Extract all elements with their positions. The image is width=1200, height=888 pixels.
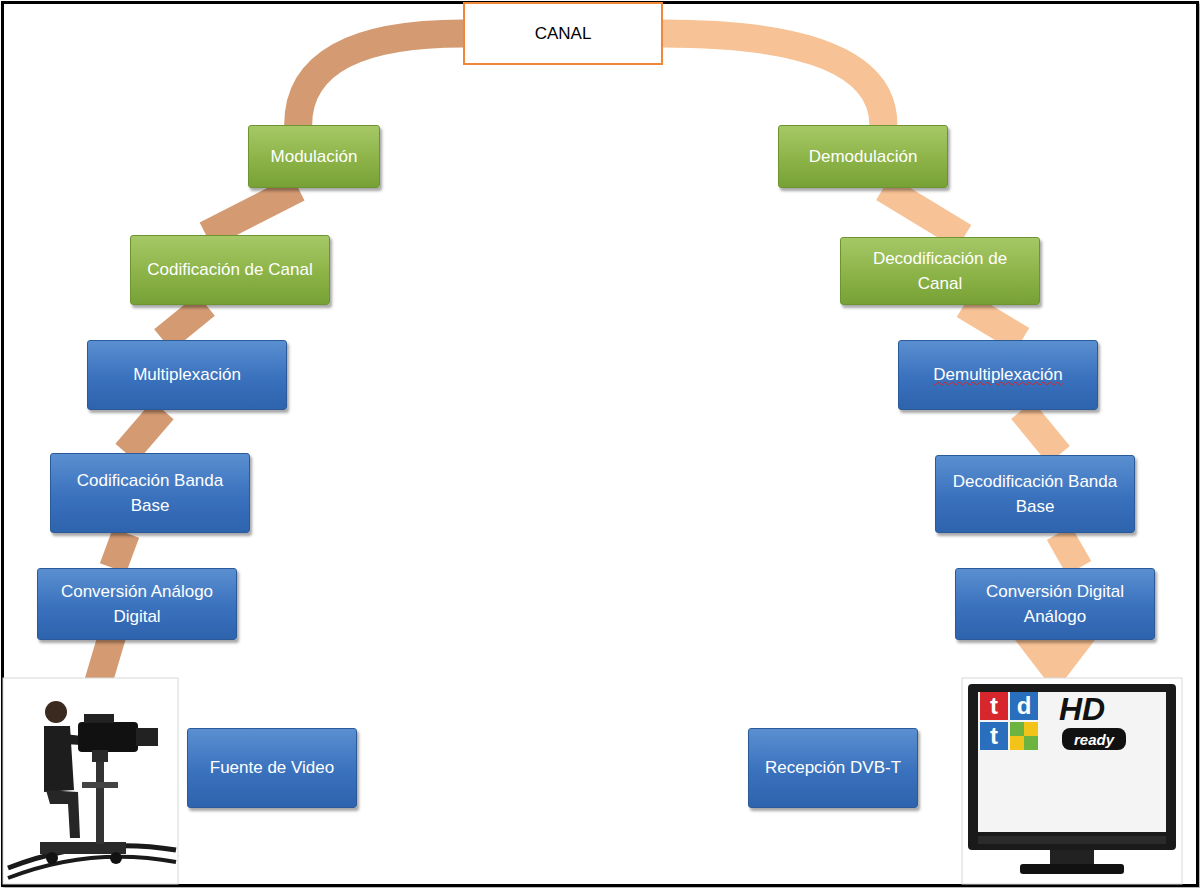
box-label: Demultiplexación [933, 362, 1062, 388]
camera-photo [3, 678, 178, 884]
box-label: Conversión Digital Análogo [964, 579, 1146, 630]
box-label: Decodificación Banda Base [944, 469, 1126, 520]
process-box: Demultiplexación [898, 340, 1098, 410]
process-box: Fuente de Video [187, 728, 357, 808]
logo-text: t [980, 722, 1008, 750]
flow-band [663, 34, 883, 126]
process-box: Demodulación [778, 125, 948, 188]
logo-text: ready [1062, 728, 1126, 750]
process-box: Decodificación de Canal [840, 237, 1040, 305]
process-box: Conversión Análogo Digital [37, 568, 237, 640]
television [962, 678, 1182, 884]
logo-text: t [980, 692, 1008, 720]
box-label: Codificación Banda Base [59, 468, 241, 519]
flow-band [298, 34, 463, 126]
box-label: Fuente de Video [210, 755, 334, 781]
process-box: Recepción DVB-T [748, 728, 918, 808]
process-box: Codificación Banda Base [50, 453, 250, 533]
flow-band [206, 188, 298, 235]
channel-box: CANAL [463, 2, 663, 65]
flow-band [113, 533, 126, 568]
process-box: Multiplexación [87, 340, 287, 410]
flow-band [126, 410, 163, 453]
logo-text: d [1010, 692, 1038, 720]
box-label: Recepción DVB-T [765, 755, 901, 781]
flow-band [1059, 533, 1079, 568]
box-label: Multiplexación [133, 362, 241, 388]
flow-band [163, 305, 206, 340]
process-box: Decodificación Banda Base [935, 455, 1135, 533]
box-label: Modulación [271, 144, 358, 170]
flow-band [883, 188, 964, 237]
box-label: Demodulación [809, 144, 918, 170]
box-label: Conversión Análogo Digital [46, 579, 228, 630]
box-label: CANAL [535, 21, 592, 47]
box-label: Codificación de Canal [147, 257, 312, 283]
logo-text: HD [1042, 690, 1122, 728]
process-box: Modulación [248, 125, 380, 188]
box-label: Decodificación de Canal [849, 246, 1031, 297]
flow-band [1022, 410, 1059, 455]
process-box: Conversión Digital Análogo [955, 568, 1155, 640]
process-box: Codificación de Canal [130, 235, 330, 305]
flow-band [964, 305, 1022, 340]
